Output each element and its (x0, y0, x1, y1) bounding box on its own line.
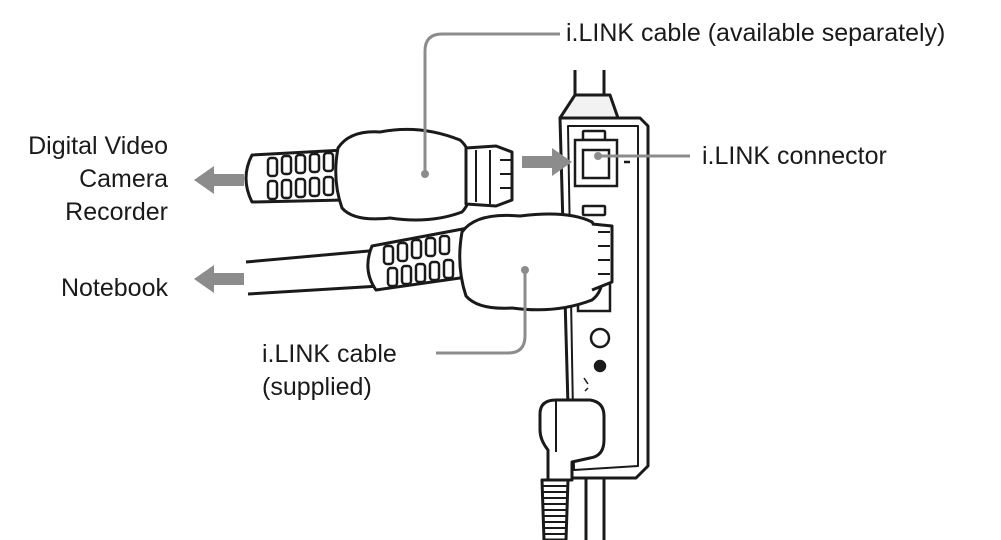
label-dv-camera-line2: Camera (79, 165, 168, 193)
dock-ports (573, 129, 630, 392)
leader-cable-available (423, 32, 560, 172)
leader-dot-cable-supplied (521, 266, 529, 274)
leader-lines (421, 32, 690, 355)
arrow-right-dock (522, 148, 572, 176)
arrow-left-notebook (194, 265, 244, 293)
label-cable-supplied: i.LINK cable (supplied) (262, 338, 397, 404)
label-notebook: Notebook (60, 274, 168, 302)
label-cable-supplied-line1: i.LINK cable (262, 340, 397, 368)
power-plug (538, 398, 606, 540)
label-cable-supplied-line2: (supplied) (262, 373, 372, 401)
label-dv-camera-line3: Recorder (65, 198, 168, 226)
cable-lower (245, 212, 614, 312)
leader-cable-supplied (436, 272, 527, 355)
label-connector: i.LINK connector (702, 142, 887, 170)
label-dv-camera-recorder: Digital Video Camera Recorder (0, 130, 168, 229)
leader-dot-cable-available (421, 170, 429, 178)
arrows (194, 148, 572, 293)
cable-upper (244, 127, 514, 222)
leader-dot-connector (594, 152, 602, 160)
arrow-left-camera (194, 166, 244, 194)
label-cable-available-separately: i.LINK cable (available separately) (566, 19, 946, 47)
label-dv-camera-line1: Digital Video (28, 132, 168, 160)
